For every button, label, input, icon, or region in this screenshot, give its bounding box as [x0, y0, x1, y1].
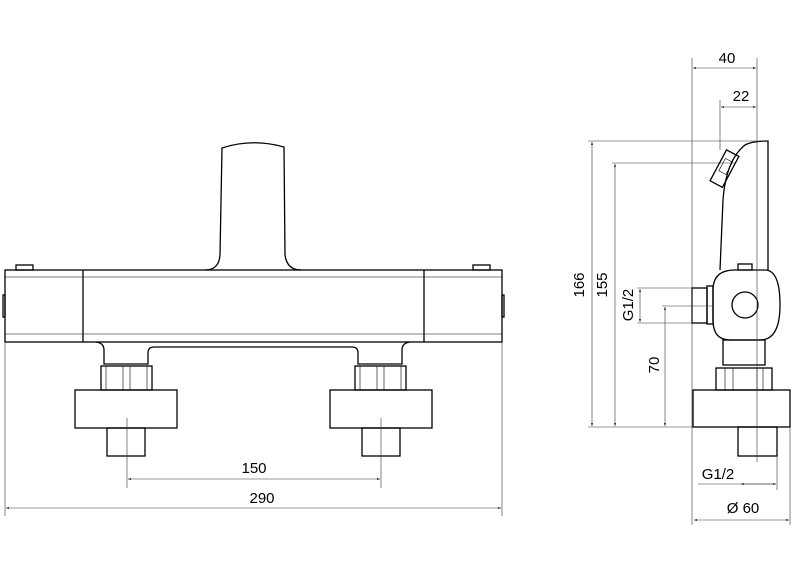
front-view: 150 290 — [2, 142, 505, 516]
dim-label-40: 40 — [719, 50, 736, 67]
dim-label-166: 166 — [571, 272, 588, 297]
lower-bridge — [95, 341, 411, 365]
lever-handle — [709, 149, 740, 189]
dim-label-150: 150 — [241, 460, 266, 477]
dim-label-155: 155 — [594, 272, 611, 297]
dim-label-70: 70 — [646, 357, 663, 374]
left-cap — [15, 264, 34, 271]
cartridge-housing — [712, 269, 781, 341]
right-cap — [472, 264, 491, 271]
side-inlet — [691, 287, 708, 324]
left-knob-edge — [2, 294, 6, 318]
cartridge-knob — [731, 291, 759, 319]
side-pipe — [737, 426, 778, 457]
side-view: 40 22 166 155 G1/2 70 G1/2 Ø 60 — [571, 50, 791, 525]
side-nut — [715, 367, 773, 391]
side-inlet-nut — [706, 285, 714, 325]
dim-label-22: 22 — [733, 88, 750, 105]
dim-label-diameter-60: Ø 60 — [727, 500, 760, 517]
right-knob-edge — [501, 294, 505, 318]
left-connector — [74, 365, 178, 457]
dim-label-bottom-g12: G1/2 — [702, 466, 735, 483]
mixer-body — [4, 269, 503, 343]
spout — [204, 142, 302, 271]
dim-label-side-g12: G1/2 — [620, 289, 637, 322]
dim-label-290: 290 — [249, 490, 274, 507]
side-base — [692, 389, 791, 428]
neck — [722, 339, 766, 366]
top-pin — [737, 263, 753, 271]
side-body — [719, 140, 769, 271]
